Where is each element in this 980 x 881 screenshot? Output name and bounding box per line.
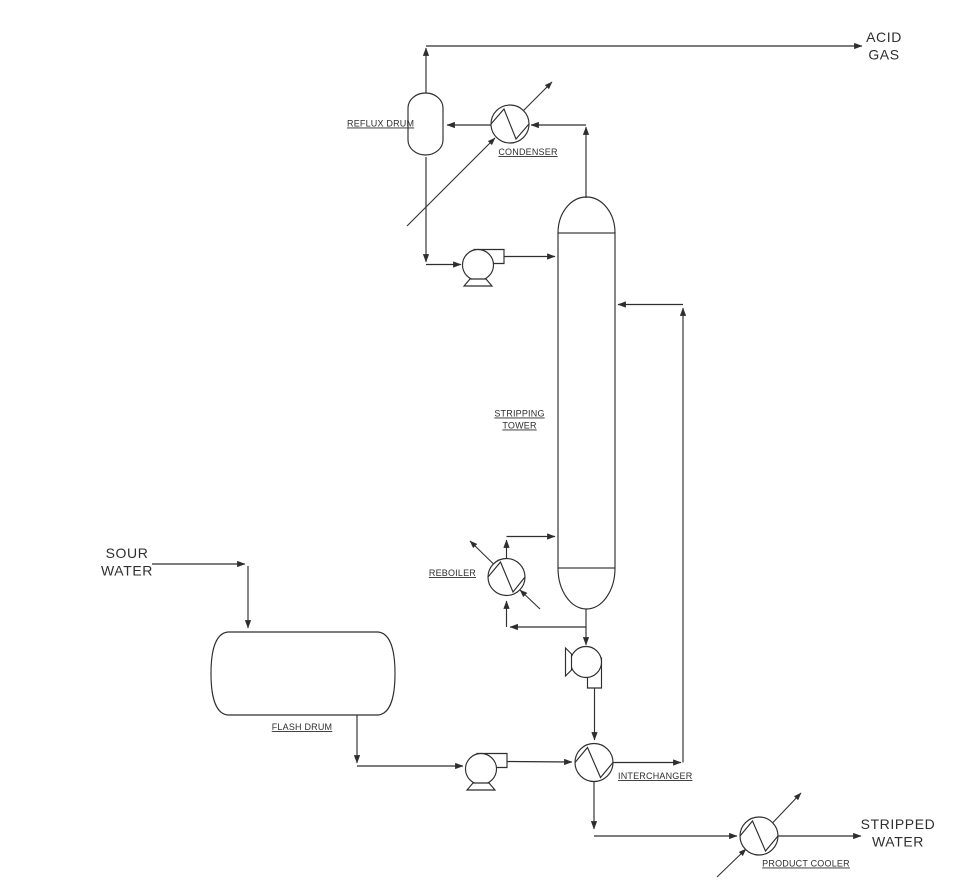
flow-lines	[152, 42, 863, 840]
flash-pump-discharge-line	[506, 758, 573, 766]
stripping-tower-label-line2: TOWER	[502, 421, 537, 431]
tower-bottom-head	[557, 567, 616, 610]
condenser: CONDENSER	[490, 104, 558, 157]
bottoms-pump	[564, 645, 603, 689]
condenser-coolant-in-line	[406, 137, 496, 227]
condenser-coil	[490, 107, 530, 141]
interchanger-coil	[574, 746, 614, 779]
acid-gas-label-line1: ACID	[866, 29, 902, 45]
interchanger: INTERCHANGER	[574, 742, 693, 783]
reboiler: REBOILER	[429, 557, 526, 597]
reflux-pump	[461, 248, 505, 287]
condenser-label: CONDENSER	[498, 147, 558, 157]
flash-pump	[464, 752, 508, 791]
reflux-drum-label: REFLUX DRUM	[347, 119, 414, 129]
reflux-pump-base	[462, 278, 494, 287]
stripped-water-label-line2: WATER	[872, 834, 924, 850]
condenser-coolant-out-line	[523, 81, 553, 111]
reboiler-heating-out-line	[469, 540, 494, 565]
stripped-water-label-line1: STRIPPED	[861, 816, 936, 832]
tower-shell	[557, 232, 616, 569]
reflux-drum: REFLUX DRUM	[347, 92, 444, 156]
utility-lines	[406, 81, 802, 878]
acid-gas-label-line2: GAS	[868, 47, 899, 63]
product-cooler-label: PRODUCT COOLER	[762, 859, 850, 869]
interchanger-label: INTERCHANGER	[618, 771, 693, 781]
flash-drum-label: FLASH DRUM	[272, 722, 333, 732]
flash-pump-base	[465, 782, 497, 791]
product-cooler: PRODUCT COOLER	[739, 816, 850, 869]
sour-water-label-line1: SOUR	[106, 545, 149, 561]
flash-drum: FLASH DRUM	[210, 631, 396, 732]
bottoms-pump-circle	[569, 645, 603, 679]
cooler-coolant-out-line	[772, 792, 802, 824]
flash-pump-circle	[464, 752, 498, 786]
product-cooler-coil	[739, 819, 779, 853]
stream-labels: ACID GAS SOUR WATER STRIPPED WATER	[101, 29, 935, 850]
reflux-pump-circle	[461, 248, 495, 282]
tower-top-head	[557, 196, 616, 234]
stripping-tower-label-line1: STRIPPING	[494, 409, 544, 419]
reboiler-heating-in-line	[519, 589, 541, 610]
reboiler-label: REBOILER	[429, 568, 476, 578]
reboiler-coil	[487, 560, 526, 594]
stripping-tower: STRIPPING TOWER	[494, 196, 616, 610]
bottoms-pump-base	[564, 646, 573, 678]
sour-water-label-line2: WATER	[101, 563, 153, 579]
flash-drum-vessel	[210, 631, 396, 716]
reflux-drum-vessel	[407, 92, 444, 156]
cooler-coolant-in-line	[716, 848, 747, 878]
